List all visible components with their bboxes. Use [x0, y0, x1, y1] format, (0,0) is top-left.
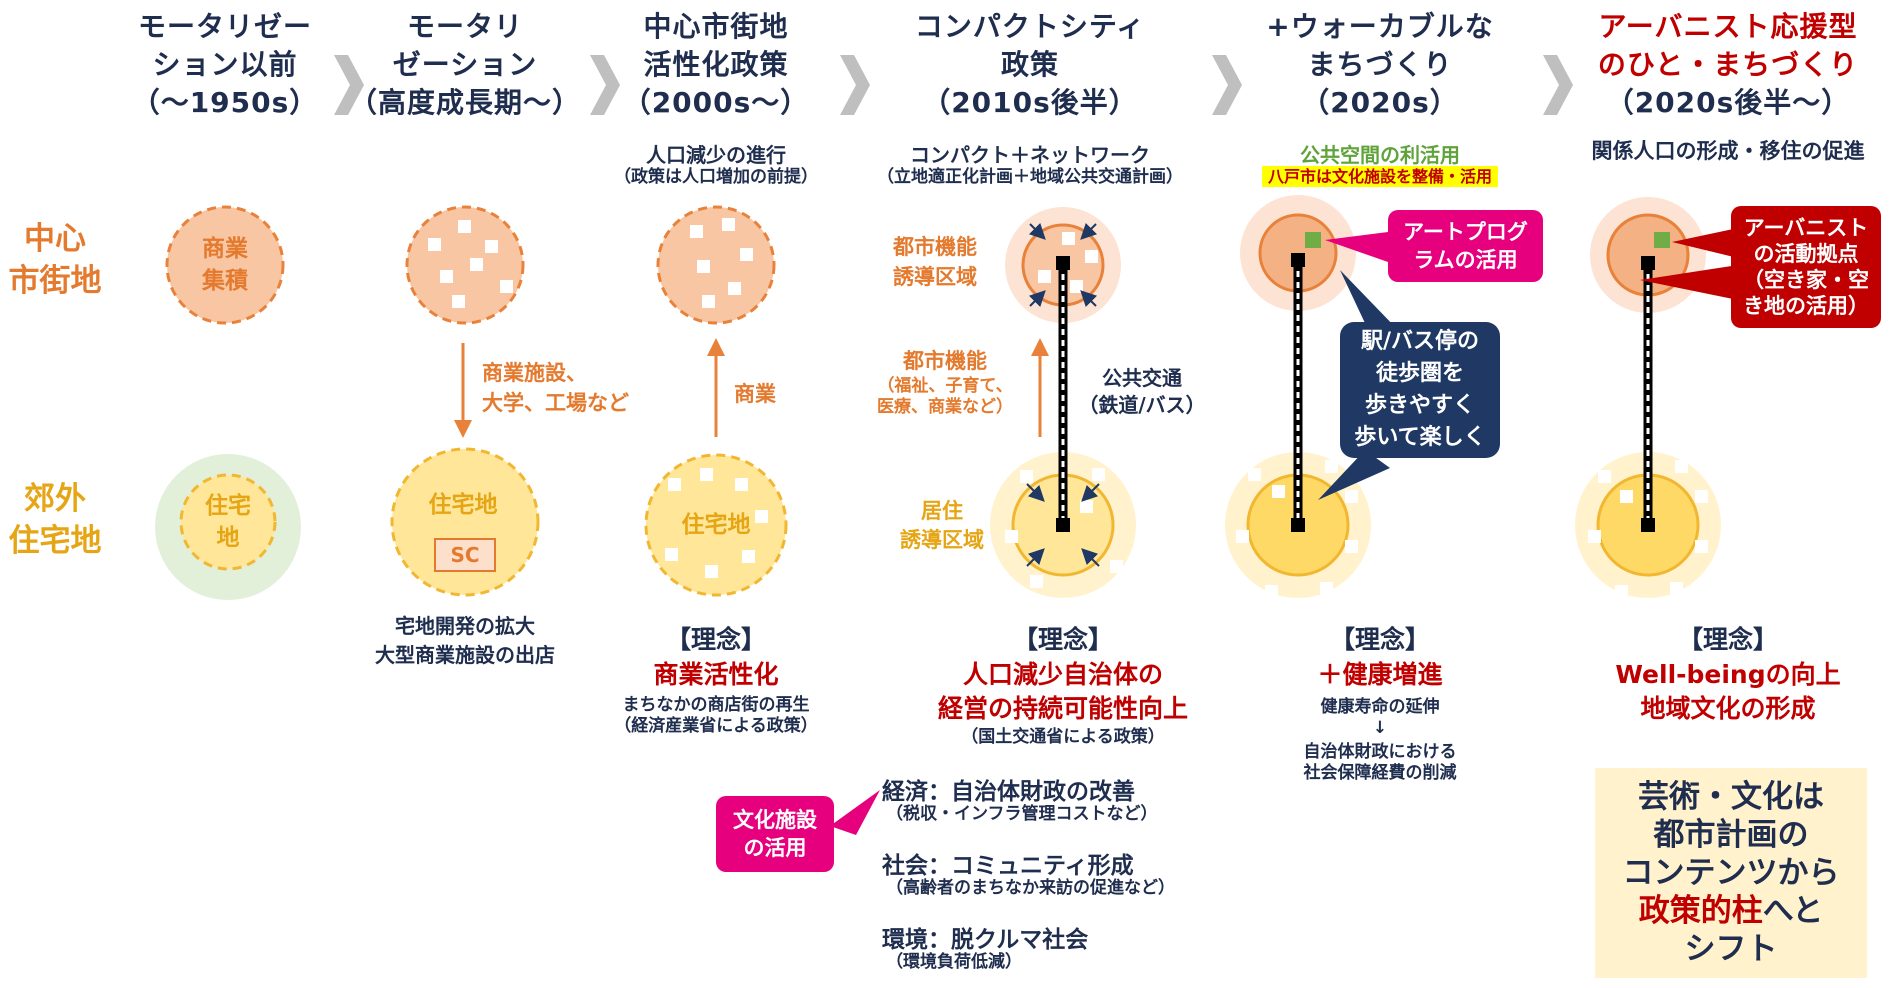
stage-header-6: アーバニスト応援型 のひと・まちづくり [1597, 10, 1859, 81]
col3-sub2: （政策は人口増加の前提） [614, 167, 818, 187]
func-title: 都市機能 [903, 349, 987, 373]
zone-label-residential: 居住 誘導区域 [900, 499, 984, 552]
col5-rinen: 【理念】 [1329, 625, 1430, 654]
transit-label: 公共交通 （鉄道/バス） [1078, 366, 1206, 417]
chevron-icon [840, 55, 870, 115]
col3-rinen-title: 商業活性化 [653, 660, 779, 689]
col2-note: 宅地開発の拡大 大型商業施設の出店 [375, 614, 555, 667]
chevron-icon [1543, 55, 1573, 115]
pillar-economy-desc: （税収・インフラ管理コストなど） [886, 804, 1158, 824]
chevron-icon [1212, 55, 1242, 115]
col6-rinen-title: Well-beingの向上 地域文化の形成 [1615, 660, 1841, 723]
func-desc: （福祉、子育て、 医療、商業など） [877, 376, 1013, 417]
col4-sub2: （立地適正化計画＋地域公共交通計画） [877, 167, 1183, 187]
circle-label-residential-2: 住宅地 [428, 492, 498, 518]
highlight-hachinohe: 八戸市は文化施設を整備・活用 [1261, 166, 1498, 187]
circle-label-residential: 住宅 地 [205, 493, 251, 551]
suburb-circle-1 [179, 473, 277, 571]
suburb-circle-2 [390, 447, 540, 597]
col4-rinen-desc: （国土交通省による政策） [961, 727, 1165, 747]
pillar-environment-desc: （環境負荷低減） [886, 952, 1022, 972]
pillar-society: 社会：コミュニティ形成 [882, 853, 1134, 879]
shopping-center-badge: SC [434, 538, 496, 572]
col5-rinen-desc2: 自治体財政における 社会保障経費の削減 [1303, 742, 1457, 783]
col4-rinen: 【理念】 [1012, 625, 1113, 654]
col4-rinen-title: 人口減少自治体の 経営の持続可能性向上 [937, 660, 1188, 723]
stage-header-5: +ウォーカブルな まちづくり （2020s） [1266, 10, 1494, 119]
arrow-down-small: ↓ [1372, 718, 1388, 738]
pillar-environment: 環境：脱クルマ社会 [882, 927, 1089, 953]
circle-label-commercial: 商業 集積 [202, 236, 248, 294]
center-circle-3 [656, 205, 776, 325]
col3-sub1: 人口減少の進行 [646, 143, 786, 167]
stage-header-2: モータリ ゼーション （高度成長期～） [348, 10, 581, 119]
center-circle-1 [165, 205, 285, 325]
col3-rinen: 【理念】 [665, 625, 766, 654]
col5-rinen-desc: 健康寿命の延伸 [1320, 697, 1440, 717]
col5-highlight: 八戸市は文化施設を整備・活用 [1230, 166, 1530, 188]
stage-header-4: コンパクトシティ 政策 （2010s後半） [914, 10, 1146, 119]
callout-art-program: アートプログ ラムの活用 [1388, 210, 1543, 282]
col4-sub1: コンパクト＋ネットワーク [910, 143, 1150, 167]
circle-label-residential-3: 住宅地 [681, 512, 751, 538]
col6-sub1: 関係人口の形成・移住の促進 [1591, 139, 1865, 163]
stage-header-6-period: （2020s後半～） [1605, 86, 1851, 119]
callout-walkable: 駅/バス停の 徒歩圏を 歩きやすく 歩いて楽しく [1340, 322, 1500, 458]
pillar-society-desc: （高齢者のまちなか来訪の促進など） [886, 878, 1175, 898]
callout-culture-facilities: 文化施設 の活用 [716, 796, 834, 872]
col6-rinen: 【理念】 [1677, 625, 1778, 654]
col5-sub1: 公共空間の利活用 [1300, 143, 1460, 167]
conclusion-emphasis: 政策的柱 [1638, 893, 1763, 929]
col3-rinen-desc: まちなかの商店街の再生 （経済産業省による政策） [614, 695, 818, 736]
row-label-center: 中心 市街地 [8, 221, 102, 299]
stage-header-3: 中心市街地 活性化政策 （2000s～） [622, 10, 810, 119]
pillar-economy: 経済：自治体財政の改善 [882, 779, 1135, 805]
center-circle-2 [405, 205, 525, 325]
arrow-label-col2: 商業施設、 大学、工場など [482, 361, 629, 415]
conclusion-box: 芸術・文化は 都市計画の コンテンツから 政策的柱へと シフト [1595, 768, 1867, 978]
chevron-icon [334, 55, 364, 115]
callout-urbanist-base: アーバニスト の活動拠点 （空き家・空 き地の活用） [1731, 206, 1881, 328]
col5-rinen-title: ＋健康増進 [1317, 660, 1443, 689]
conclusion-line1: 芸術・文化は 都市計画の コンテンツから [1622, 779, 1840, 891]
conclusion-tail: へと シフト [1684, 893, 1824, 967]
arrow-label-col3: 商業 [734, 382, 776, 406]
stage-header-1: モータリゼー ション以前 （～1950s） [131, 10, 319, 119]
row-label-suburb: 郊外 住宅地 [8, 481, 102, 559]
conclusion-line2: 政策的柱へと シフト [1639, 892, 1823, 968]
zone-label-urban: 都市機能 誘導区域 [893, 235, 977, 289]
chevron-icon [590, 55, 620, 115]
